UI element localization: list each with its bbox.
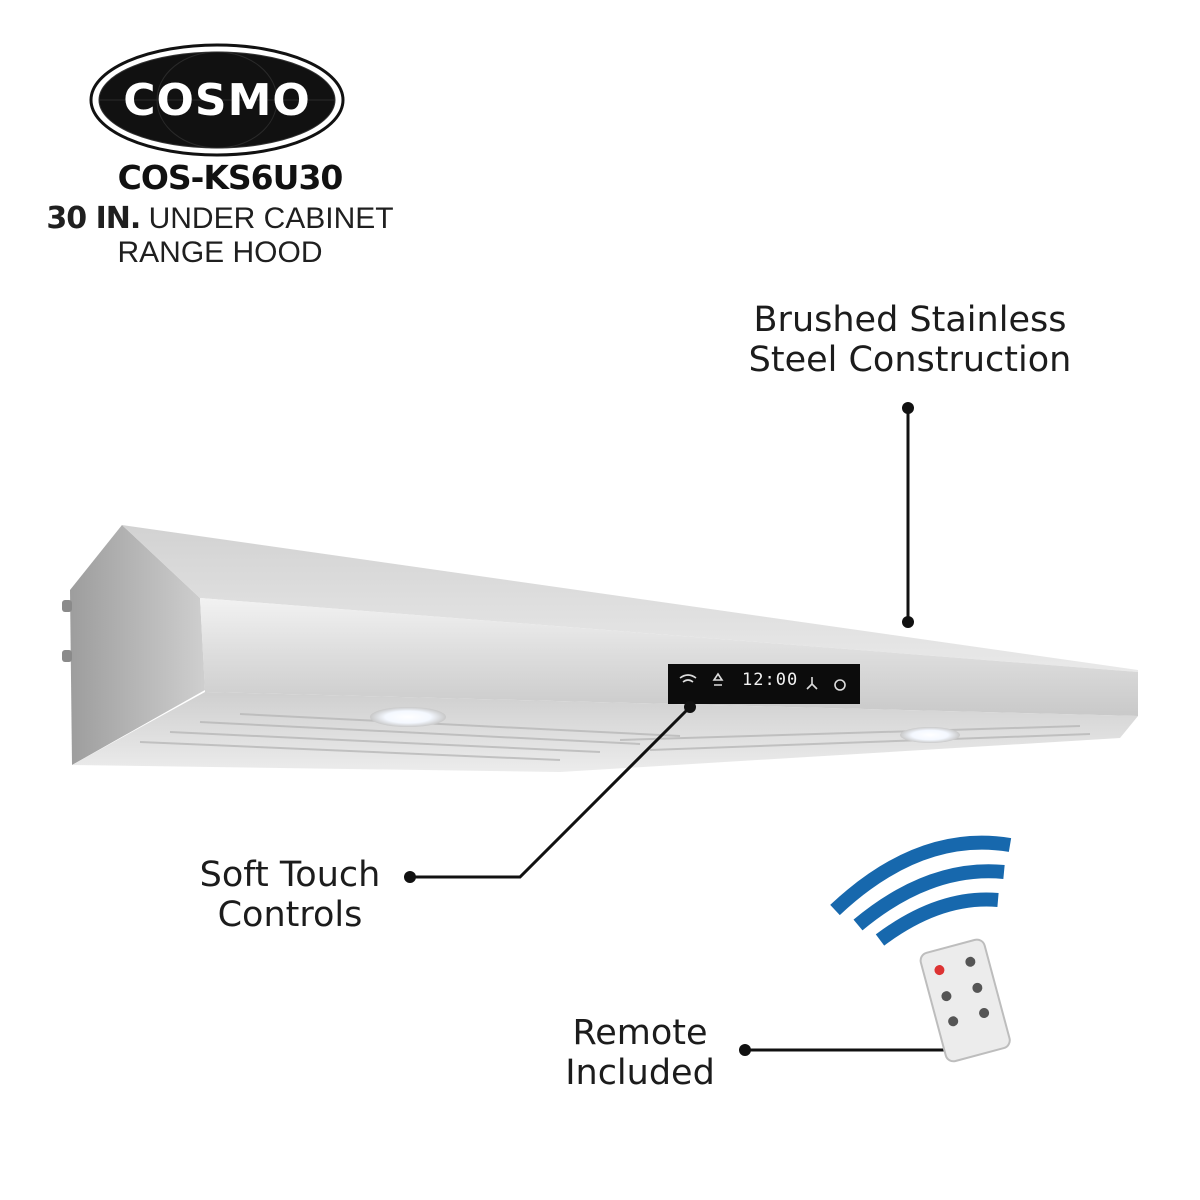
mount-bracket-bottom bbox=[62, 650, 72, 662]
power-icon[interactable] bbox=[834, 679, 846, 691]
callout-steel-line2: Steel Construction bbox=[748, 340, 1072, 380]
dot-remote-left bbox=[739, 1044, 751, 1056]
callout-remote-line2: Included bbox=[565, 1053, 715, 1093]
mount-bracket-top bbox=[62, 600, 72, 612]
dot-steel-top bbox=[902, 402, 914, 414]
product-type-line2: RANGE HOOD bbox=[117, 236, 323, 269]
wifi-icon[interactable] bbox=[679, 674, 697, 683]
hood-light-left bbox=[370, 707, 446, 727]
wireless-signal-icon bbox=[830, 835, 1012, 946]
product-type-line1: UNDER CABINET bbox=[140, 202, 394, 235]
callout-remote-included: Remote Included bbox=[520, 1013, 760, 1093]
leader-touch bbox=[410, 705, 692, 879]
clock-display: 12:00 bbox=[742, 670, 799, 690]
dot-touch-right bbox=[684, 701, 696, 713]
light-icon[interactable] bbox=[712, 672, 724, 686]
hood-side-panel bbox=[70, 525, 205, 765]
hood-top-panel bbox=[122, 525, 1138, 672]
callout-steel-line1: Brushed Stainless bbox=[753, 300, 1067, 340]
remote-control bbox=[919, 938, 1011, 1063]
fan-icon[interactable] bbox=[806, 677, 818, 690]
dot-touch-left bbox=[404, 871, 416, 883]
model-number: COS-KS6U30 bbox=[117, 158, 344, 197]
callout-remote-line1: Remote bbox=[572, 1013, 708, 1053]
cosmo-logo: COSMO bbox=[88, 42, 346, 158]
product-description: 30 IN. UNDER CABINET RANGE HOOD bbox=[30, 202, 410, 270]
hood-front-panel bbox=[200, 598, 1138, 716]
leader-lines bbox=[410, 408, 965, 1052]
callout-soft-touch-controls: Soft Touch Controls bbox=[150, 855, 430, 935]
product-size: 30 IN. bbox=[46, 201, 141, 236]
callout-touch-line2: Controls bbox=[217, 895, 363, 935]
callout-touch-line1: Soft Touch bbox=[199, 855, 381, 895]
brand-name: COSMO bbox=[123, 74, 311, 126]
dot-steel-bottom bbox=[902, 616, 914, 628]
control-panel[interactable] bbox=[668, 664, 860, 704]
grease-filter-slats bbox=[139, 713, 1091, 761]
remote-power-button bbox=[934, 965, 945, 976]
callout-steel-construction: Brushed Stainless Steel Construction bbox=[700, 300, 1120, 380]
range-hood bbox=[62, 525, 1138, 772]
hood-light-right bbox=[900, 727, 960, 743]
